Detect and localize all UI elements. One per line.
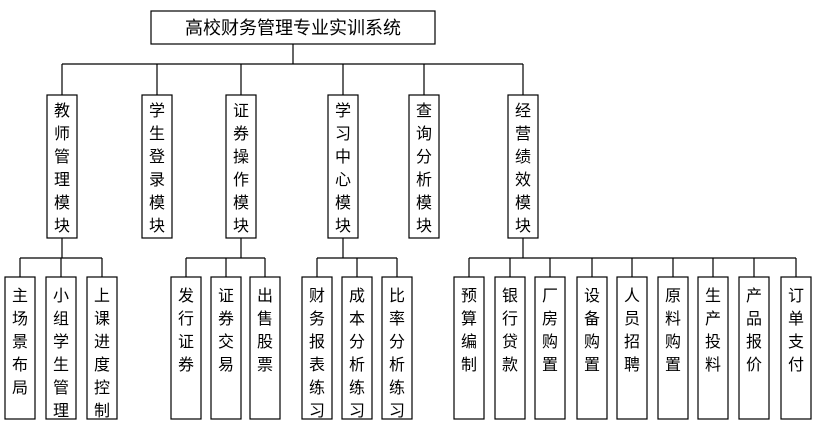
securities-children-node-2: 证券交易 (210, 276, 242, 420)
operations-children-node-2-label: 银行贷款 (502, 286, 518, 374)
operations-children-node-5: 人员招聘 (616, 276, 648, 420)
securities-children-node-1: 发行证券 (170, 276, 202, 420)
learning-children-node-2: 成本分析练习 (341, 276, 373, 420)
operations-children-node-7: 生产投料 (697, 276, 729, 420)
operations-children-node-6-label: 原料购置 (665, 286, 681, 374)
learning-children-node-2-label: 成本分析练习 (349, 286, 365, 420)
teacher-children-node-2-label: 小组学生管理 (53, 286, 69, 420)
operations-children-node-4: 设备购置 (576, 276, 608, 420)
operations-children-node-7-label: 生产投料 (705, 286, 721, 374)
level1-node-5: 查询分析模块 (408, 94, 440, 239)
level1-node-3-label: 证券操作模块 (233, 101, 249, 235)
root-node-label: 高校财务管理专业实训系统 (185, 18, 401, 39)
level1-node-2-label: 学生登录模块 (149, 101, 165, 235)
operations-children-node-8: 产品报价 (738, 276, 770, 420)
teacher-children-node-3-label: 上课进度控制 (94, 286, 110, 420)
connector-lines (19, 44, 797, 277)
teacher-children-node-1-label: 主场景布局 (12, 286, 28, 397)
level1-node-3: 证券操作模块 (225, 94, 257, 239)
operations-children-node-8-label: 产品报价 (746, 286, 762, 374)
level2-nodes: 主场景布局 小组学生管理 上课进度控制 发行证券 证券交易 出售股票 财务报表练习 成本分析练… (4, 276, 812, 420)
securities-children-node-2-label: 证券交易 (218, 286, 234, 374)
learning-children-node-1: 财务报表练习 (301, 276, 333, 420)
operations-children-node-2: 银行贷款 (494, 276, 526, 420)
learning-children-node-3-label: 比率分析练习 (389, 286, 405, 420)
level1-node-5-label: 查询分析模块 (416, 101, 432, 235)
level1-node-4: 学习中心模块 (327, 94, 359, 239)
root-node: 高校财务管理专业实训系统 (150, 10, 436, 45)
learning-children-node-1-label: 财务报表练习 (309, 286, 325, 420)
operations-children-node-3: 厂房购置 (534, 276, 566, 420)
operations-children-node-5-label: 人员招聘 (624, 286, 640, 374)
operations-children-node-9-label: 订单支付 (788, 286, 804, 374)
operations-children-node-4-label: 设备购置 (584, 286, 600, 374)
operations-children-node-1-label: 预算编制 (461, 286, 477, 374)
level1-node-6: 经营绩效模块 (507, 94, 539, 239)
teacher-children-node-3: 上课进度控制 (86, 276, 118, 420)
operations-children-node-9: 订单支付 (780, 276, 812, 420)
teacher-children-node-2: 小组学生管理 (45, 276, 77, 420)
operations-children-node-1: 预算编制 (453, 276, 485, 420)
operations-children-node-6: 原料购置 (657, 276, 689, 420)
operations-children-node-3-label: 厂房购置 (542, 286, 558, 374)
level1-node-2: 学生登录模块 (141, 94, 173, 239)
securities-children-node-3: 出售股票 (249, 276, 281, 420)
level1-node-6-label: 经营绩效模块 (515, 101, 531, 235)
securities-children-node-3-label: 出售股票 (257, 286, 273, 374)
learning-children-node-3: 比率分析练习 (381, 276, 413, 420)
level1-node-1: 教师管理模块 (46, 94, 78, 239)
teacher-children-node-1: 主场景布局 (4, 276, 36, 420)
level1-node-4-label: 学习中心模块 (335, 101, 351, 235)
level1-nodes: 教师管理模块 学生登录模块 证券操作模块 学习中心模块 查询分析模块 经营绩效模块 (46, 94, 539, 239)
securities-children-node-1-label: 发行证券 (178, 286, 194, 374)
level1-node-1-label: 教师管理模块 (54, 101, 70, 235)
